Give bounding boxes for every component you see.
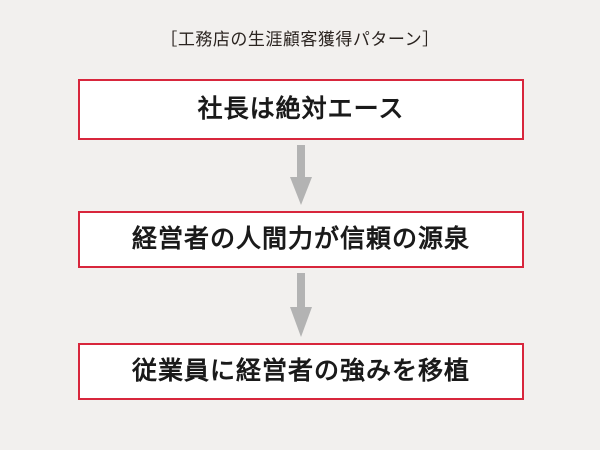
arrow-down-icon — [290, 144, 312, 205]
flow-step-1: 社長は絶対エース — [78, 79, 524, 140]
arrow-down-icon — [290, 272, 312, 337]
flow-step-2-label: 経営者の人間力が信頼の源泉 — [131, 225, 470, 253]
flow-step-3: 従業員に経営者の強みを移植 — [78, 343, 524, 400]
flow-step-3-label: 従業員に経営者の強みを移植 — [131, 357, 470, 385]
flow-step-1-label: 社長は絶対エース — [197, 95, 405, 123]
page-title: ［工務店の生涯顧客獲得パターン］ — [160, 30, 440, 49]
flow-step-2: 経営者の人間力が信頼の源泉 — [78, 211, 524, 268]
flow-container: 社長は絶対エース 経営者の人間力が信頼の源泉 従業員に経営者の強みを移植 — [78, 79, 524, 400]
flow-connector-1 — [78, 140, 524, 211]
flow-connector-2 — [78, 268, 524, 343]
